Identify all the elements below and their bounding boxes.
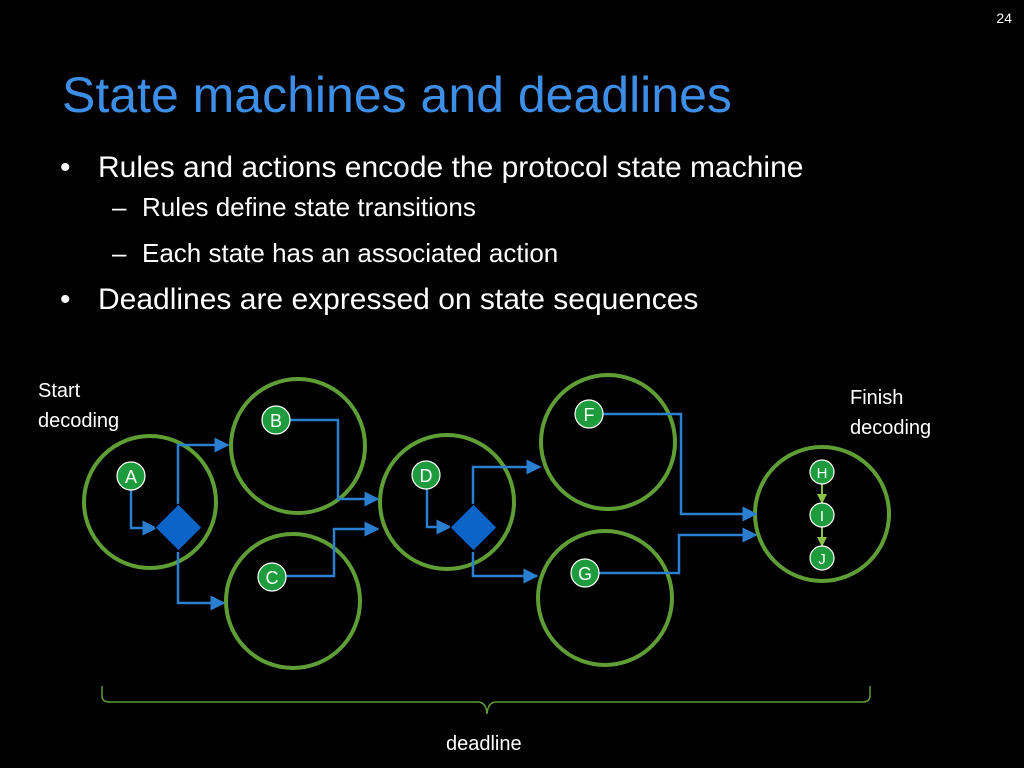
state-circle-g — [536, 529, 674, 667]
state-circle-c — [224, 532, 362, 670]
start-decoding-label: Start decoding — [38, 376, 119, 436]
state-node-c — [257, 562, 287, 592]
arrow-a-to-diamond — [129, 490, 158, 536]
arrow-diamond-to-f — [471, 459, 542, 504]
start-label-line1: Start — [38, 380, 81, 402]
sub-bullet-group: – Rules define state transitions – Each … — [60, 192, 803, 268]
arrow-g-to-hij — [598, 527, 758, 575]
slide-title: State machines and deadlines — [62, 67, 732, 123]
state-node-f — [574, 399, 604, 429]
decision-diamond-1 — [154, 503, 203, 552]
state-node-b — [261, 405, 291, 435]
state-label-h: H — [817, 465, 828, 482]
finish-label-line1: Finish — [850, 387, 904, 409]
state-node-h — [809, 459, 835, 485]
state-label-a: A — [125, 467, 137, 487]
arrow-diamond-to-c — [176, 552, 226, 611]
state-node-g — [570, 558, 600, 588]
state-circle-b — [229, 377, 367, 515]
state-label-f: F — [584, 405, 595, 425]
bullet-list: • Rules and actions encode the protocol … — [60, 150, 803, 318]
sub-bullet-item: – Each state has an associated action — [60, 238, 803, 268]
state-label-d: D — [420, 466, 433, 486]
state-label-b: B — [270, 411, 282, 431]
state-node-j — [809, 545, 835, 571]
state-label-c: C — [266, 568, 279, 588]
state-node-i — [809, 502, 835, 528]
arrow-diamond-to-g — [471, 552, 539, 584]
state-circle-a — [82, 434, 218, 570]
state-node-a — [116, 461, 146, 491]
sub-bullet-text: Each state has an associated action — [142, 238, 559, 268]
state-circle-f — [539, 373, 677, 511]
arrow-b-to-d — [290, 418, 380, 507]
arrow-diamond-to-b — [176, 437, 230, 504]
bullet-glyph: • — [60, 151, 71, 184]
bullet-item: • Rules and actions encode the protocol … — [60, 150, 803, 186]
start-label-line2: decoding — [38, 410, 120, 432]
state-label-i: I — [820, 508, 824, 525]
state-label-j: J — [818, 551, 826, 568]
dash-glyph: – — [112, 238, 127, 268]
state-circle-d — [378, 433, 516, 571]
bullet-glyph: • — [60, 283, 71, 316]
finish-label-line2: decoding — [850, 417, 932, 439]
state-label-g: G — [578, 564, 592, 584]
finish-decoding-label: Finish decoding — [850, 383, 931, 443]
dash-glyph: – — [112, 192, 127, 222]
sub-bullet-text: Rules define state transitions — [142, 192, 476, 222]
arrow-d-to-diamond — [425, 489, 452, 535]
bullet-item: • Deadlines are expressed on state seque… — [60, 282, 803, 318]
slide-number: 24 — [996, 10, 1012, 26]
deadline-label: deadline — [446, 733, 522, 755]
sub-bullet-item: – Rules define state transitions — [60, 192, 803, 222]
decision-diamond-2 — [449, 503, 498, 552]
bullet-text: Rules and actions encode the protocol st… — [98, 151, 804, 184]
arrow-c-to-d — [285, 521, 380, 578]
deadline-brace — [101, 686, 871, 715]
bullet-text: Deadlines are expressed on state sequenc… — [98, 283, 699, 316]
arrow-f-to-hij — [602, 412, 758, 522]
state-node-d — [411, 460, 441, 490]
